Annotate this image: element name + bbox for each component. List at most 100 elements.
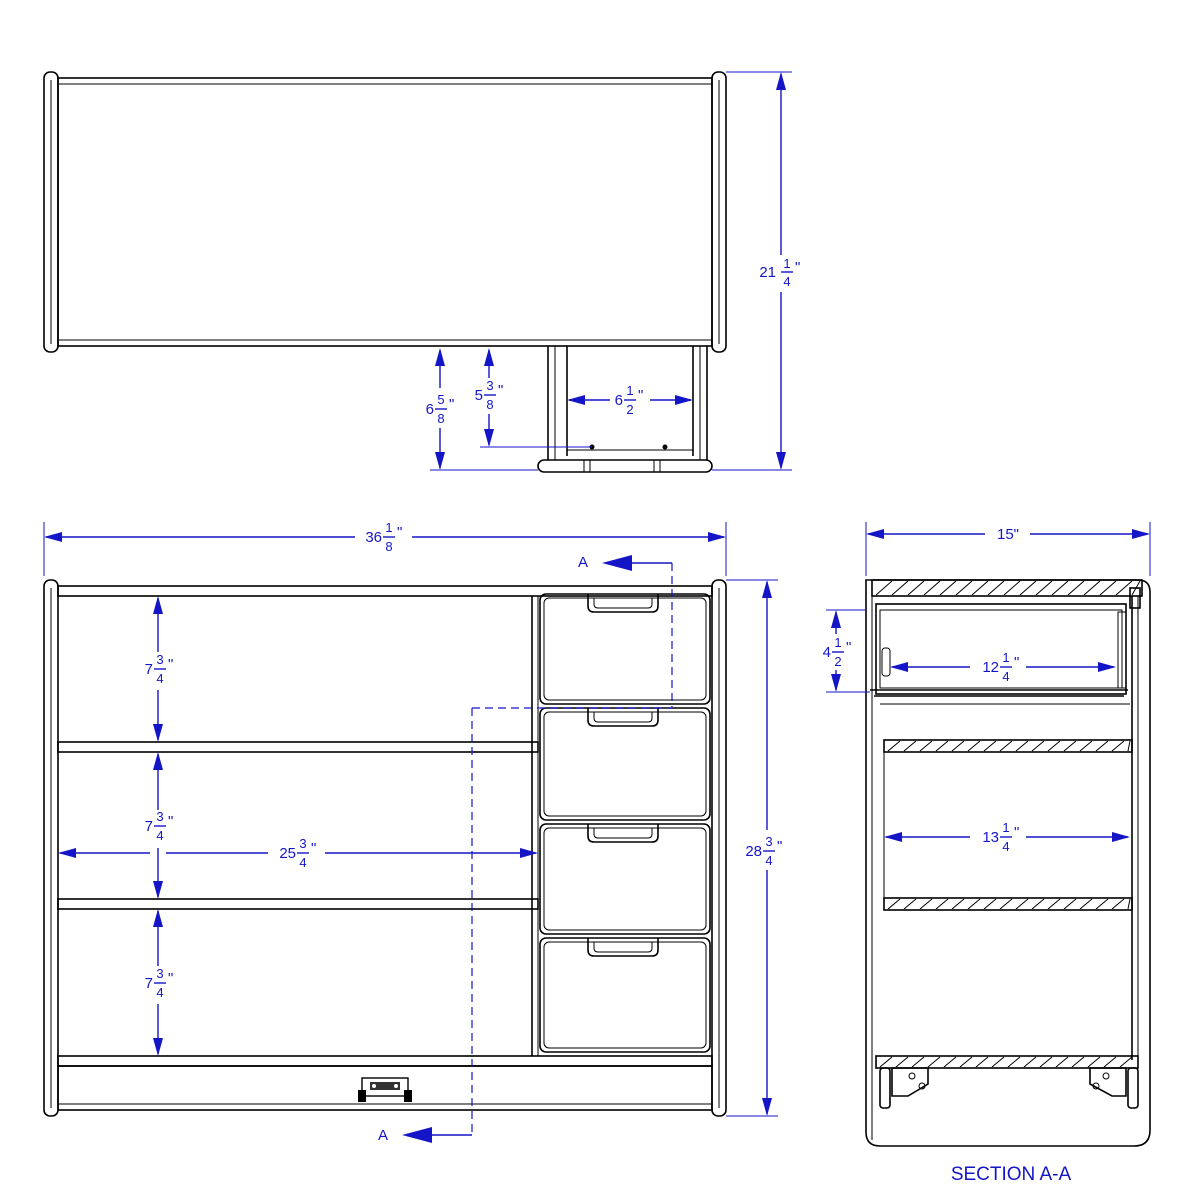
hatch-line: [1083, 580, 1101, 596]
svg-text:7: 7: [145, 818, 153, 835]
dim-shelf-width: 25 3 4 ": [279, 836, 316, 870]
svg-text:": ": [498, 382, 503, 399]
svg-text:5: 5: [437, 392, 444, 407]
hatch: [879, 1056, 1133, 1068]
svg-text:": ": [168, 656, 173, 673]
svg-text:": ": [311, 840, 316, 857]
hatch-line: [1079, 898, 1093, 910]
drawer-protrusion: [537, 346, 713, 473]
svg-text:3: 3: [486, 378, 493, 393]
hatch: [875, 580, 1141, 596]
dim-arrow: [708, 532, 726, 542]
hatch-line: [983, 740, 997, 752]
dim-arrow: [1098, 662, 1116, 672]
dim-arrow: [153, 752, 163, 770]
hatch-line: [1015, 740, 1029, 752]
svg-text:1: 1: [1002, 820, 1009, 835]
right-end-panel: [711, 71, 727, 353]
svg-text:": ": [777, 838, 782, 855]
svg-text:": ": [168, 813, 173, 830]
top-panel: [57, 77, 713, 347]
hatch-line: [951, 740, 965, 752]
hatch-line: [1127, 898, 1131, 910]
dim-section-drawer-depth: 12 1 4 ": [982, 650, 1019, 684]
caster-bracket-left: [879, 1067, 929, 1109]
svg-text:2: 2: [626, 402, 633, 417]
drawer-front-lip: [537, 459, 713, 473]
hatch-line: [1035, 580, 1053, 596]
hatch-line: [943, 1056, 957, 1068]
hatch-line: [891, 580, 909, 596]
kick-panel: [57, 1065, 713, 1111]
hatch-line: [919, 898, 933, 910]
hatch-line: [991, 1056, 1005, 1068]
hatch-line: [1095, 898, 1109, 910]
hatch: [887, 740, 1131, 752]
svg-text:4: 4: [156, 828, 163, 843]
svg-text:": ": [1014, 654, 1019, 671]
hatch-line: [1095, 740, 1109, 752]
hatch-line: [895, 1056, 909, 1068]
left-end-panel: [43, 71, 59, 353]
hatch-line: [907, 580, 925, 596]
svg-text:8: 8: [385, 539, 392, 554]
svg-text:": ": [846, 639, 851, 656]
section-shelf-upper: [883, 739, 1133, 753]
hatch-line: [1003, 580, 1021, 596]
front-top-panel: [57, 585, 713, 597]
dim-base-offset: 6 5 8 ": [426, 392, 455, 426]
svg-text:": ": [1014, 824, 1019, 841]
hatch-line: [1079, 740, 1093, 752]
hatch-line: [1067, 580, 1085, 596]
dim-arrow: [153, 909, 163, 927]
hatch-line: [959, 1056, 973, 1068]
dim-arrow: [520, 848, 538, 858]
hatch-line: [1047, 898, 1061, 910]
hatch-line: [999, 740, 1013, 752]
svg-text:1: 1: [626, 383, 633, 398]
dim-arrow: [884, 832, 902, 842]
section-cut-line: A A: [378, 554, 673, 1144]
hatch-line: [939, 580, 957, 596]
hatch-line: [1111, 898, 1125, 910]
latch-icon: [358, 1077, 412, 1102]
dim-arrow: [831, 610, 841, 628]
hatch-line: [1063, 740, 1077, 752]
svg-text:7: 7: [145, 975, 153, 992]
hatch-line: [903, 898, 917, 910]
dim-caster-offset: 5 3 8 ": [475, 378, 504, 412]
hatch-line: [955, 580, 973, 596]
svg-text:1: 1: [1002, 650, 1009, 665]
hatch-line: [1103, 1056, 1117, 1068]
section-mark-bottom: A: [378, 1127, 388, 1144]
dim-arrow: [435, 452, 445, 470]
dim-arrow: [890, 662, 908, 672]
hatch-line: [987, 580, 1005, 596]
dim-arrow: [1112, 832, 1130, 842]
hatch-line: [971, 580, 989, 596]
svg-text:4: 4: [783, 274, 790, 289]
dim-arrow: [58, 848, 76, 858]
svg-text:3: 3: [765, 834, 772, 849]
hatch-line: [1051, 580, 1069, 596]
drawer-1: [539, 593, 711, 705]
svg-text:7: 7: [145, 661, 153, 678]
svg-text:4: 4: [156, 671, 163, 686]
section-top-panel: [871, 579, 1143, 597]
dim-drawer-width: 6 1 2 ": [615, 383, 644, 417]
hatch-line: [875, 580, 893, 596]
dim-arrow: [866, 529, 884, 539]
dim-arrow: [776, 72, 786, 90]
dim-section-shelf-depth: 13 1 4 ": [982, 820, 1019, 854]
svg-text:8: 8: [437, 411, 444, 426]
svg-text:21: 21: [759, 264, 776, 281]
section-shelf-middle: [883, 897, 1133, 911]
hatch-line: [967, 898, 981, 910]
hatch-line: [911, 1056, 925, 1068]
dim-section-depth: 15": [997, 526, 1019, 543]
hatch-line: [1055, 1056, 1069, 1068]
section-mark-top: A: [578, 554, 588, 571]
svg-text:1: 1: [783, 256, 790, 271]
dim-arrow: [484, 348, 494, 366]
